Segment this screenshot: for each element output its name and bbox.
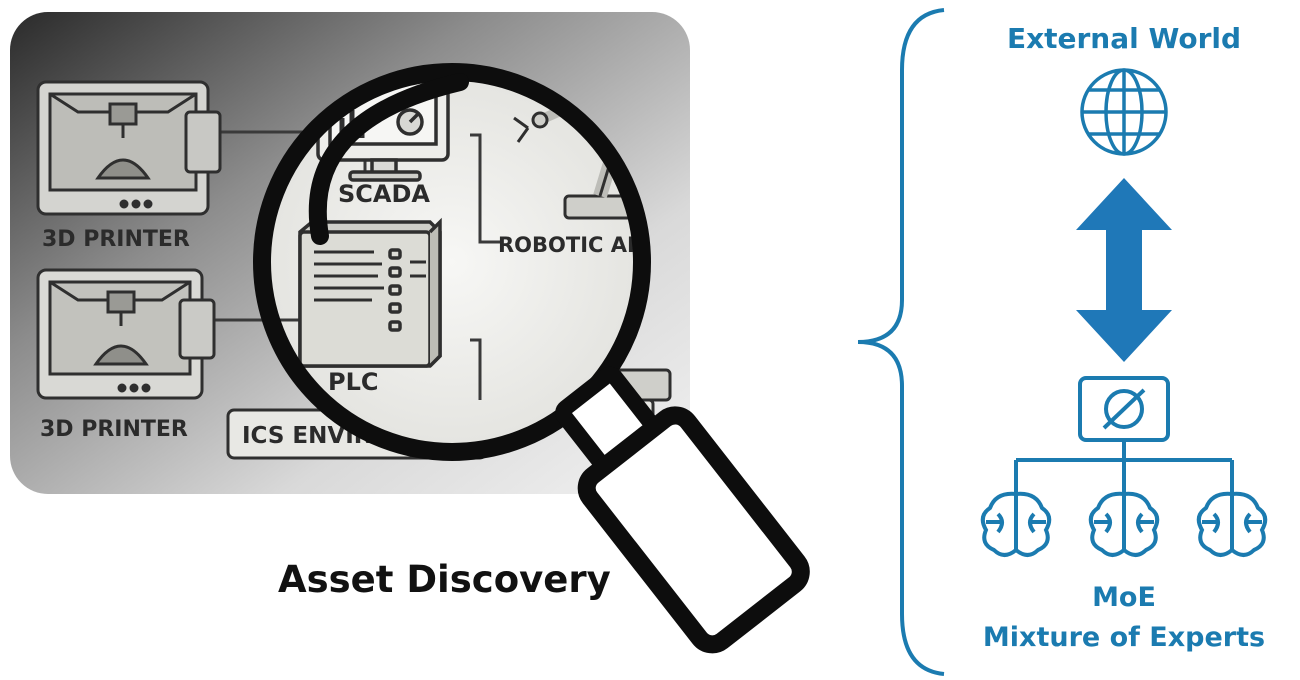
3d-printer-label-top: 3D PRINTER: [42, 227, 190, 252]
double-arrow-icon: [1076, 178, 1172, 362]
3d-printer-icon: [36, 80, 222, 216]
3d-printer-icon: [36, 268, 216, 400]
scada-label: SCADA: [338, 180, 430, 208]
brain-icon: [1196, 491, 1268, 557]
right-panel: External World: [857, 8, 1268, 676]
globe-icon: [1080, 68, 1168, 156]
curly-brace: [857, 8, 945, 676]
external-world-label: External World: [1007, 22, 1241, 55]
magnifying-glass-icon: [253, 63, 810, 654]
plc-cabinet-icon: [298, 217, 442, 368]
3d-printer-label-bottom: 3D PRINTER: [40, 417, 188, 442]
brain-icon: [1088, 491, 1160, 557]
asset-discovery-caption: Asset Discovery: [278, 558, 611, 601]
plc-label: PLC: [328, 368, 379, 396]
brain-icon: [980, 491, 1052, 557]
moe-label: MoE: [1092, 582, 1156, 613]
mixture-of-experts-label: Mixture of Experts: [983, 622, 1265, 653]
router-icon: [1014, 376, 1234, 492]
robotic-arm-label: ROBOTIC ARM: [498, 233, 664, 257]
